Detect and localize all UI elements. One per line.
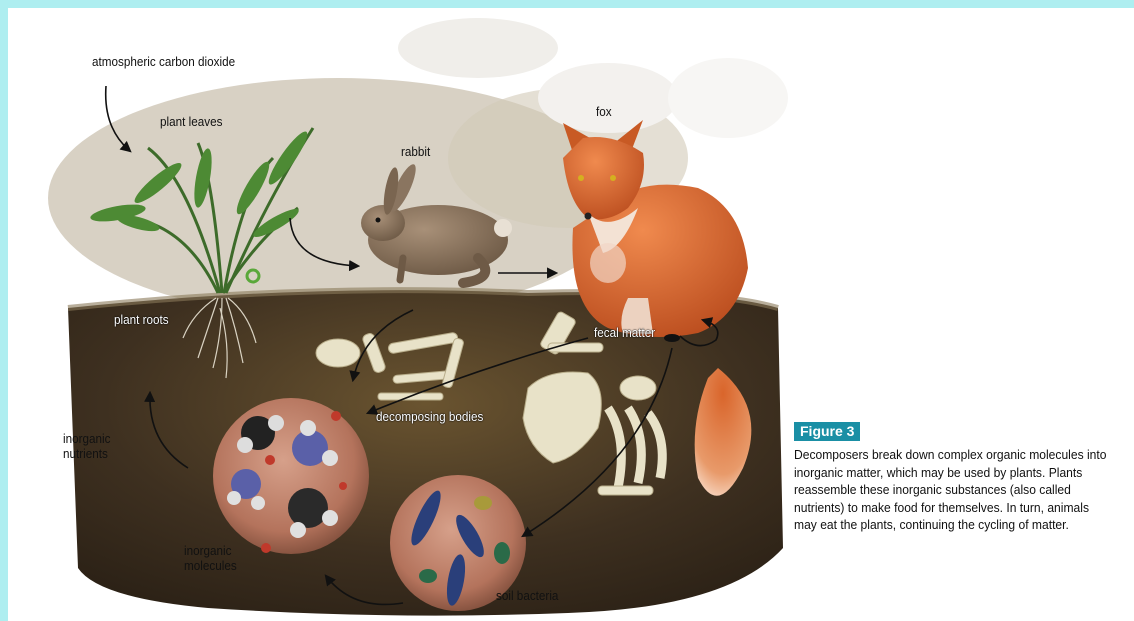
- inorganic-nutrients-label: inorganic nutrients: [63, 431, 110, 461]
- atmospheric-co2-label: atmospheric carbon dioxide: [92, 54, 235, 69]
- soil-bacteria-label: soil bacteria: [496, 588, 558, 603]
- plant-leaves-label: plant leaves: [160, 114, 222, 129]
- fox-label: fox: [596, 104, 612, 119]
- inorganic-molecules-inset: [213, 398, 369, 554]
- fecal-matter-label: fecal matter: [594, 325, 655, 340]
- figure-number-badge: Figure 3: [794, 422, 860, 441]
- plant-roots-label: plant roots: [114, 312, 169, 327]
- rabbit-label: rabbit: [401, 144, 430, 159]
- figure-page: atmospheric carbon dioxide plant leaves …: [8, 8, 1134, 621]
- inorganic-molecules-label: inorganic molecules: [184, 543, 237, 573]
- figure-caption: Decomposers break down complex organic m…: [794, 446, 1110, 534]
- decomposing-bodies-label: decomposing bodies: [376, 409, 483, 424]
